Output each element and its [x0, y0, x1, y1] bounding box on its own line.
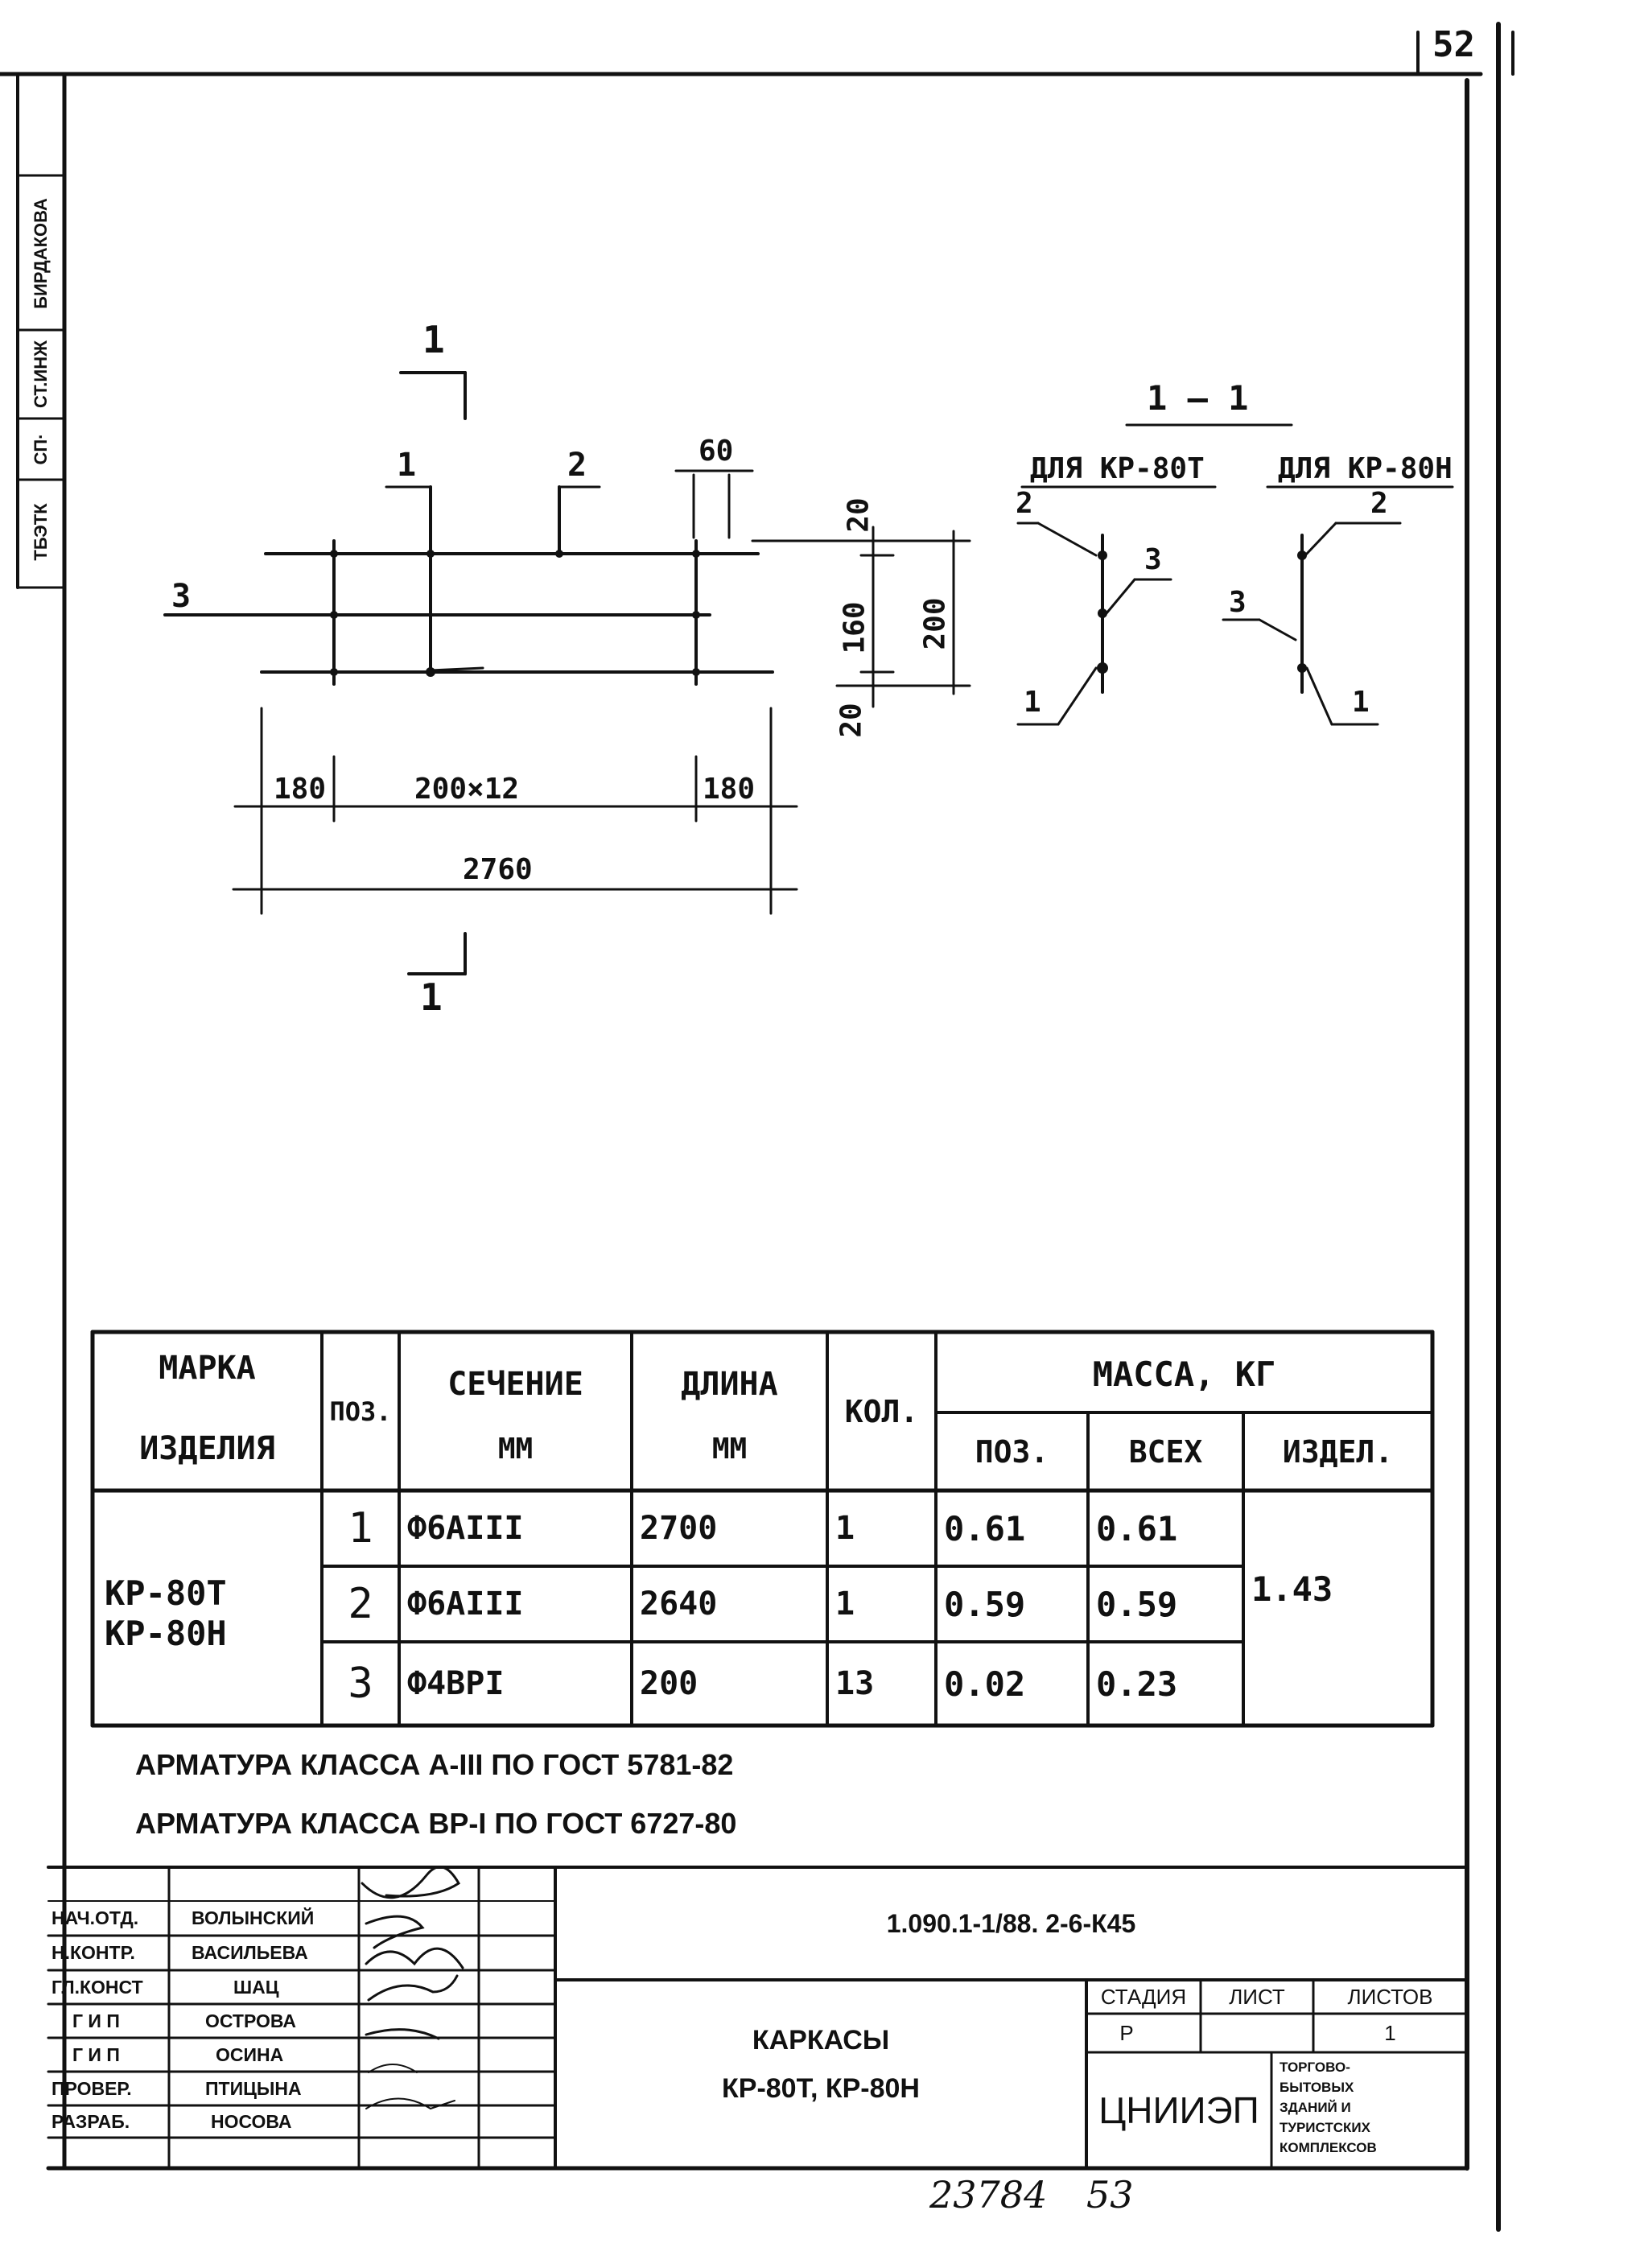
- row3-mass-all: 0.23: [1096, 1664, 1178, 1704]
- mark-kr80t: КР-80Т: [105, 1573, 227, 1613]
- note-class-vr1: АРМАТУРА КЛАССА ВР-I ПО ГОСТ 6727-80: [135, 1807, 737, 1840]
- doc-code: 1.090.1-1/88. 2-6-К45: [886, 1908, 1136, 1938]
- header-section-line1: СЕЧЕНИЕ: [447, 1366, 583, 1403]
- header-mass-item: ИЗДЕЛ.: [1282, 1433, 1394, 1470]
- dim-vertical-200: 200: [918, 597, 952, 650]
- stage-label: СТАДИЯ: [1100, 1984, 1187, 2009]
- dim-200x12: 200×12: [414, 773, 520, 806]
- row3-pos: 3: [348, 1660, 373, 1708]
- header-mark-line2: ИЗДЕЛИЯ: [139, 1430, 275, 1467]
- side-stamp-name: БИРДАКОВА: [31, 198, 51, 309]
- tb-role-1: НАЧ.ОТД.: [52, 1907, 139, 1928]
- kr80n-pos-3: 3: [1229, 586, 1247, 619]
- page-number-bottom: 53: [1086, 2173, 1134, 2216]
- tb-name-3: ШАЦ: [233, 1977, 279, 1998]
- header-section-line2: ММ: [497, 1432, 534, 1466]
- header-mass-pos: ПОЗ.: [975, 1433, 1049, 1470]
- org-name: ЦНИИЭП: [1098, 2089, 1259, 2131]
- row3-length: 200: [640, 1665, 698, 1702]
- tb-role-6: ПРОВЕР.: [52, 2078, 132, 2099]
- handwritten-number: 23784: [929, 2173, 1048, 2216]
- header-pos: ПОЗ.: [329, 1396, 392, 1427]
- title-line1: КАРКАСЫ: [752, 2024, 890, 2056]
- header-mass-all: ВСЕХ: [1128, 1433, 1203, 1470]
- pos-label-2: 2: [567, 447, 587, 484]
- row2-pos: 2: [348, 1580, 373, 1628]
- header-length-line1: ДЛИНА: [681, 1366, 778, 1403]
- kr80t-pos-1: 1: [1024, 686, 1041, 719]
- row1-pos: 1: [348, 1504, 373, 1553]
- row2-length: 2640: [640, 1586, 718, 1623]
- stage-value: Р: [1119, 2020, 1134, 2045]
- kr80n-pos-2: 2: [1370, 487, 1388, 520]
- section-mark-top: 1: [422, 318, 445, 361]
- header-length-line2: ММ: [711, 1432, 748, 1466]
- sheet-value: [1201, 2014, 1313, 2052]
- header-qty: КОЛ.: [844, 1393, 919, 1429]
- row2-mass-pos: 0.59: [944, 1584, 1026, 1624]
- title-line2: КР-80Т, КР-80Н: [722, 2072, 920, 2104]
- tb-role-7: РАЗРАБ.: [52, 2111, 130, 2132]
- row3-mass-pos: 0.02: [944, 1664, 1026, 1704]
- dim-vertical-160: 160: [838, 601, 872, 654]
- row3-section: Ф4ВРI: [407, 1665, 505, 1702]
- side-stamp-role: СТ.ИНЖ: [31, 340, 51, 408]
- dim-2760: 2760: [463, 853, 533, 886]
- kr80n-pos-1: 1: [1352, 686, 1370, 719]
- row2-mass-all: 0.59: [1096, 1584, 1178, 1624]
- sheet-number: 52: [1432, 24, 1475, 65]
- org-desc-line: БЫТОВЫХ: [1280, 2080, 1354, 2095]
- dim-vertical-20-top: 20: [842, 497, 876, 533]
- sheet-label: ЛИСТ: [1229, 1984, 1285, 2009]
- org-desc-line: КОМПЛЕКСОВ: [1280, 2140, 1377, 2155]
- org-desc-line: ЗДАНИЙ И: [1280, 2100, 1351, 2115]
- sheets-label: ЛИСТОВ: [1347, 1984, 1433, 2009]
- dim-180-left: 180: [274, 773, 327, 806]
- row2-section: Ф6АIII: [407, 1586, 524, 1623]
- section-kr80t-title: ДЛЯ КР-80Т: [1030, 452, 1205, 485]
- section-kr80n-title: ДЛЯ КР-80Н: [1278, 452, 1453, 485]
- pos-label-3: 3: [171, 578, 192, 615]
- row1-section: Ф6АIII: [407, 1510, 524, 1547]
- mark-kr80n: КР-80Н: [105, 1614, 227, 1653]
- side-stamp-tbetk: ТБЭТК: [31, 503, 51, 561]
- header-mass: МАССА, КГ: [1092, 1354, 1276, 1394]
- tb-name-2: ВАСИЛЬЕВА: [192, 1942, 308, 1963]
- tb-name-7: НОСОВА: [211, 2111, 292, 2132]
- tb-name-6: ПТИЦЫНА: [205, 2078, 302, 2099]
- pos-label-1: 1: [397, 447, 417, 484]
- note-class-a3: АРМАТУРА КЛАССА А-III ПО ГОСТ 5781-82: [135, 1748, 734, 1781]
- dim-60: 60: [698, 435, 734, 468]
- row1-mass-pos: 0.61: [944, 1508, 1026, 1548]
- tb-role-4: Г И П: [72, 2010, 120, 2031]
- kr80t-pos-2: 2: [1016, 487, 1033, 520]
- row2-qty: 1: [835, 1586, 855, 1623]
- org-desc-line: ТОРГОВО-: [1280, 2060, 1350, 2075]
- section-mark-bottom: 1: [420, 975, 443, 1019]
- tb-name-4: ОСТРОВА: [205, 2010, 296, 2031]
- row3-qty: 13: [835, 1665, 875, 1702]
- row1-length: 2700: [640, 1510, 718, 1547]
- org-description: ТОРГОВО- БЫТОВЫХ ЗДАНИЙ И ТУРИСТСКИХ КОМ…: [1280, 2057, 1377, 2158]
- kr80t-pos-3: 3: [1144, 543, 1162, 576]
- tb-name-1: ВОЛЫНСКИЙ: [192, 1907, 315, 1928]
- item-mass: 1.43: [1251, 1569, 1333, 1609]
- header-mark-line1: МАРКА: [159, 1350, 256, 1387]
- side-stamp-sp: СП·: [31, 433, 51, 465]
- sheets-value: 1: [1384, 2020, 1396, 2045]
- tb-role-5: Г И П: [72, 2044, 120, 2065]
- tb-role-3: ГЛ.КОНСТ: [52, 1977, 143, 1998]
- row1-qty: 1: [835, 1510, 855, 1547]
- org-desc-line: ТУРИСТСКИХ: [1280, 2120, 1370, 2135]
- dim-vertical-20-bottom: 20: [834, 703, 868, 738]
- tb-name-5: ОСИНА: [216, 2044, 284, 2065]
- tb-role-2: Н.КОНТР.: [52, 1942, 135, 1963]
- row1-mass-all: 0.61: [1096, 1508, 1178, 1548]
- section-title: 1 — 1: [1147, 378, 1249, 418]
- dim-180-right: 180: [703, 773, 756, 806]
